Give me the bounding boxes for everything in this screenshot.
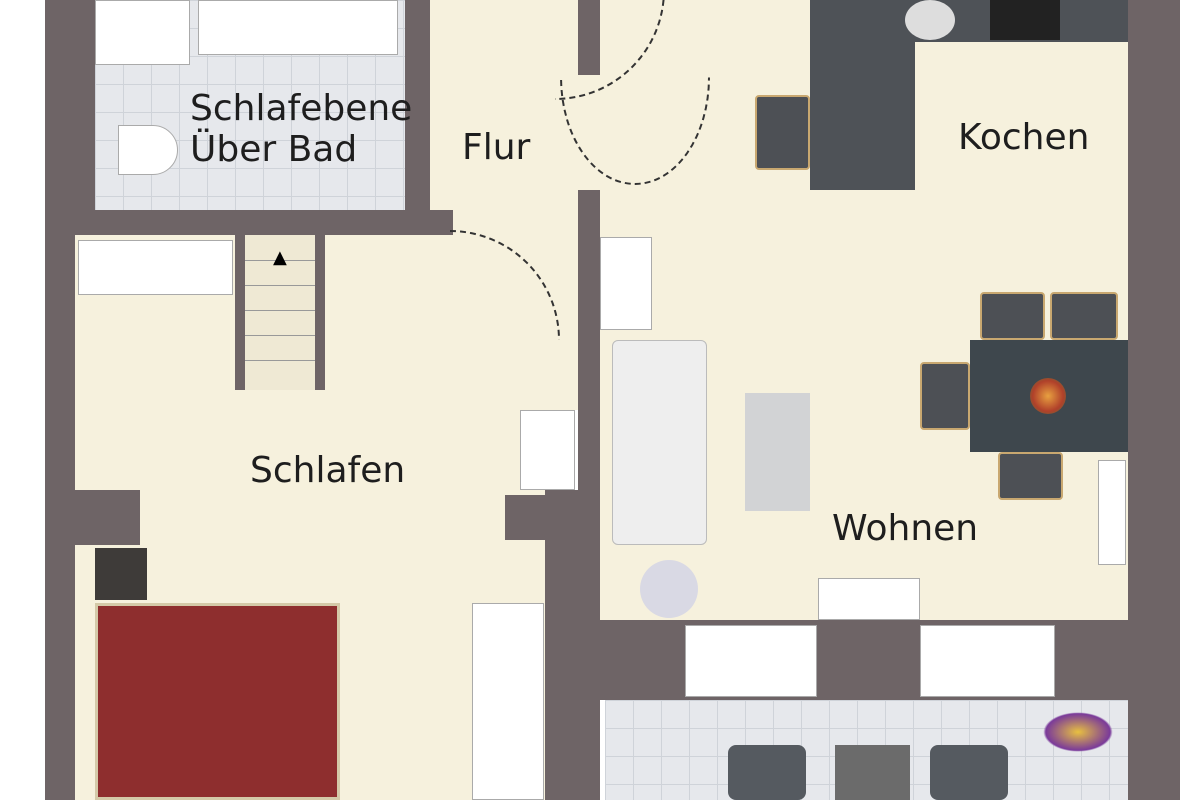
sink-icon [905, 0, 955, 40]
sideboard [1098, 460, 1126, 565]
wall-left [45, 0, 75, 800]
sofa [612, 340, 707, 545]
wall-bedroom-nib [505, 495, 550, 540]
coffee-table [745, 393, 810, 511]
kitchen-island [810, 0, 915, 190]
room-label-bedroom: Schlafen [250, 450, 406, 491]
sink [198, 0, 398, 55]
wardrobe-bedroom [472, 603, 544, 800]
balcony-table [835, 745, 910, 800]
wall-bath-bottom [75, 210, 453, 235]
dining-chair [920, 362, 970, 430]
nightstand [95, 548, 147, 600]
wall-bath-right [405, 0, 430, 210]
room-label-bath: Schlafebene Über Bad [190, 88, 412, 171]
toilet [118, 125, 178, 175]
wall-stair-left [235, 235, 245, 390]
room-label-hall: Flur [462, 127, 531, 168]
wardrobe-hall [520, 410, 575, 490]
dining-chair [1050, 292, 1118, 340]
wall-bedroom-left-nib [75, 490, 140, 545]
round-stool [640, 560, 698, 618]
room-label-bath-line2: Über Bad [190, 129, 358, 171]
cooktop [990, 0, 1060, 40]
wall-stair-right [315, 235, 325, 390]
staircase: ▲ [245, 235, 315, 390]
balcony-flowers-icon [1043, 712, 1113, 752]
dining-chair [998, 452, 1063, 500]
balcony-chair [728, 745, 806, 800]
flowers-icon [1030, 378, 1066, 414]
cabinet [600, 237, 652, 330]
tv-stand [818, 578, 920, 620]
wall-bedroom-right [545, 490, 600, 800]
wall-right [1128, 0, 1180, 800]
window-1 [685, 625, 817, 697]
window-2 [920, 625, 1055, 697]
kitchen-chair [755, 95, 810, 170]
wall-bath-left [75, 0, 95, 235]
balcony-chair [930, 745, 1008, 800]
room-label-bath-line1: Schlafebene [190, 88, 413, 129]
bathtub [95, 0, 190, 65]
room-label-living: Wohnen [832, 508, 979, 549]
room-label-kitchen: Kochen [958, 117, 1090, 158]
shelf-bedroom [78, 240, 233, 295]
dining-chair [980, 292, 1045, 340]
stair-arrow-icon: ▲ [273, 247, 287, 268]
bed [95, 603, 340, 800]
